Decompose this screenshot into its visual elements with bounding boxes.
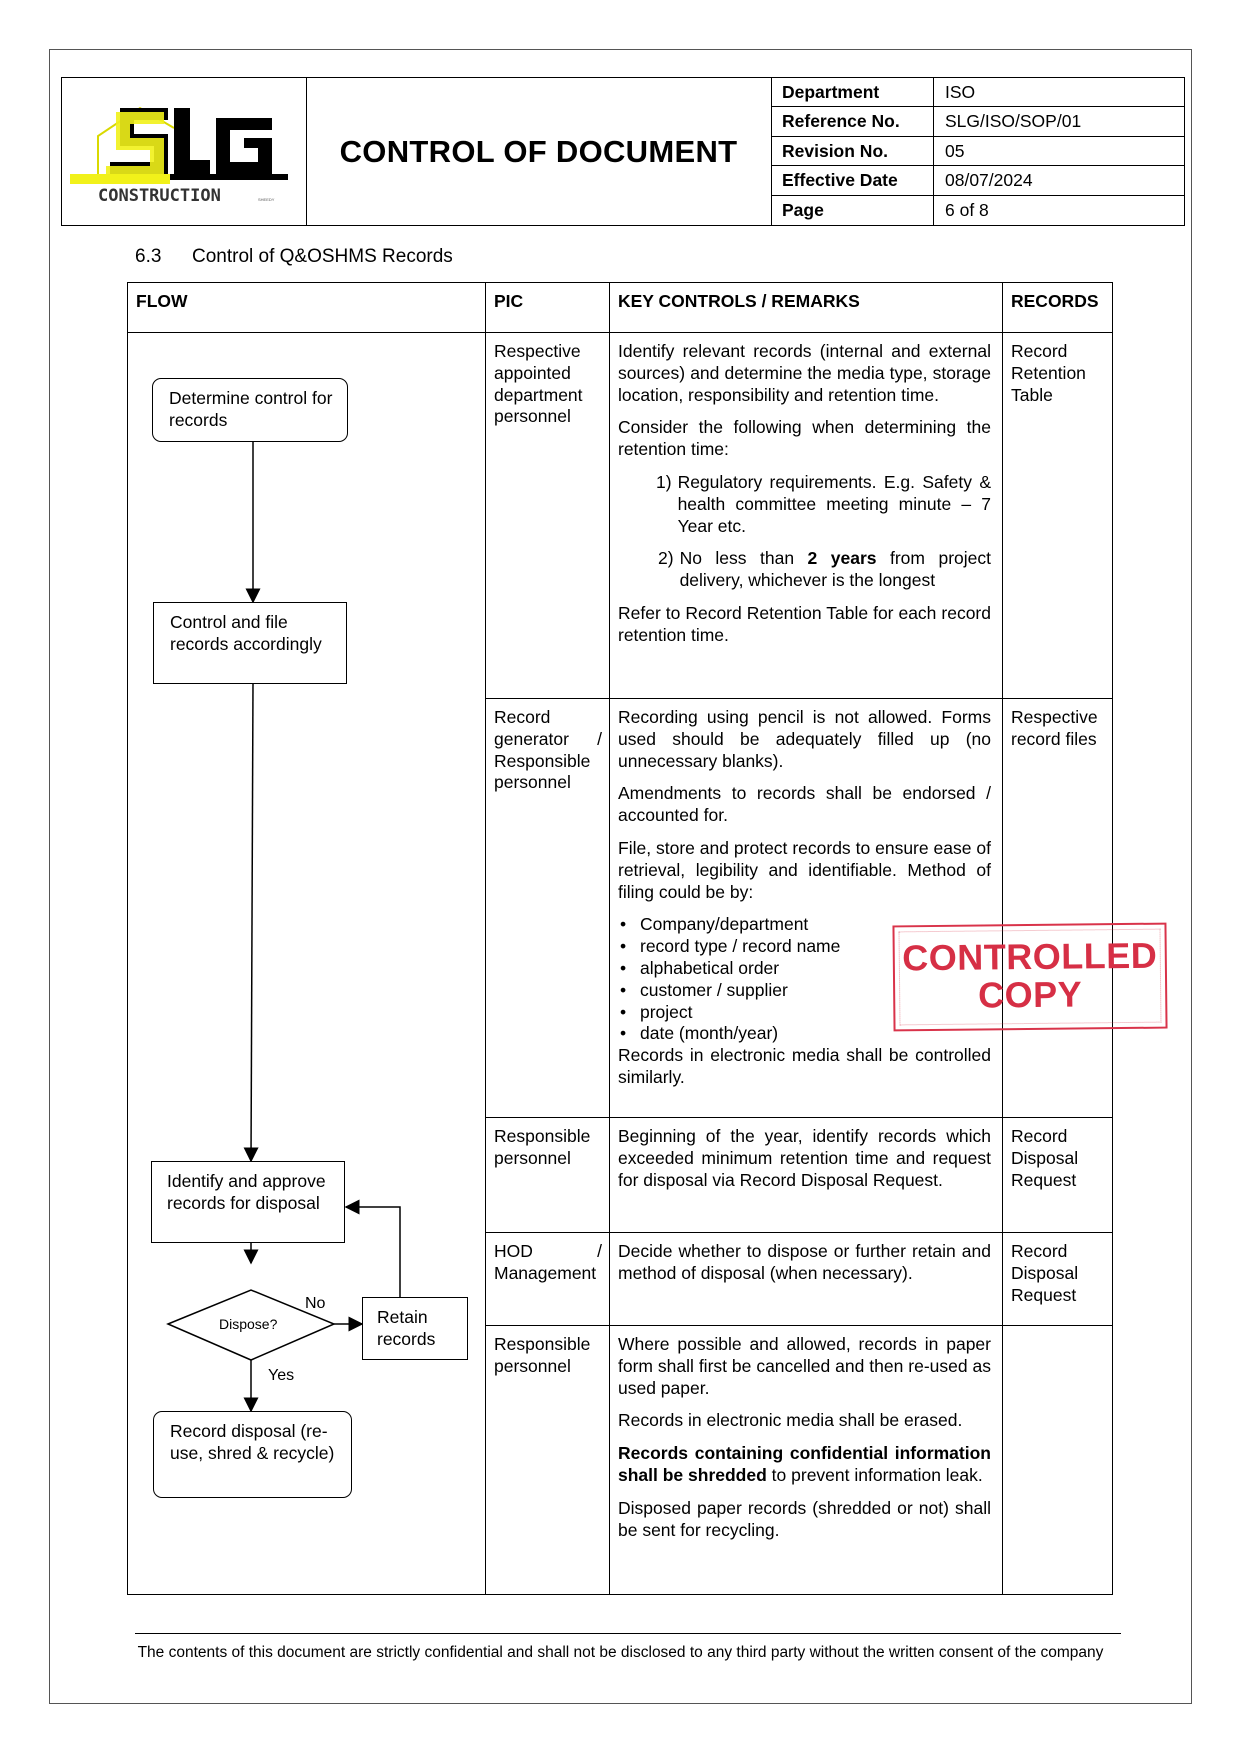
- svg-text:SHEEDY: SHEEDY: [258, 197, 275, 202]
- company-logo: CONSTRUCTION SHEEDY: [70, 106, 288, 206]
- meta-label: Reference No.: [771, 107, 934, 136]
- remark-text: Records in electronic media shall be con…: [618, 1045, 991, 1087]
- meta-value: 08/07/2024: [945, 170, 1033, 191]
- records-cell: Record Disposal Request: [1011, 1126, 1079, 1190]
- document-header: CONSTRUCTION SHEEDY CONTROL OF DOCUMENT …: [61, 77, 1185, 226]
- meta-label: Effective Date: [771, 166, 934, 195]
- meta-label: Page: [771, 195, 934, 225]
- remark-text: Consider the following when determining …: [618, 417, 991, 460]
- remark-text: Beginning of the year, identify records …: [618, 1126, 991, 1190]
- row-divider: [485, 1325, 1112, 1326]
- procedure-table: FLOW PIC KEY CONTROLS / REMARKS RECORDS …: [127, 282, 1113, 1595]
- column-header-records: RECORDS: [1011, 291, 1099, 311]
- flowchart-connectors: [166, 441, 401, 1413]
- list-item: record type / record name: [618, 936, 991, 958]
- meta-row-revision: Revision No. 05: [771, 136, 1184, 167]
- header-divider: [128, 332, 1112, 333]
- list-item: 1) Regulatory requirements. E.g. Safety …: [656, 471, 991, 536]
- row-divider: [485, 1117, 1112, 1118]
- meta-label: Revision No.: [771, 136, 934, 166]
- list-item: date (month/year): [618, 1023, 991, 1045]
- remark-text: Records in electronic media shall be era…: [618, 1410, 963, 1431]
- pic-cell: Responsible personnel: [494, 1334, 591, 1376]
- meta-row-department: Department ISO: [771, 78, 1184, 108]
- flow-step-retain-records: Retain records: [362, 1297, 468, 1360]
- column-header-flow: FLOW: [136, 291, 188, 311]
- list-item: 2) No less than 2 years from project del…: [658, 548, 991, 591]
- column-divider: [485, 283, 486, 1594]
- key-controls-cell: Where possible and allowed, records in p…: [618, 1334, 991, 1552]
- key-controls-cell: Recording using pencil is not allowed. F…: [618, 707, 991, 1100]
- flow-step-determine-control: Determine control for records: [152, 378, 348, 442]
- records-cell: Record Disposal Request: [1011, 1241, 1079, 1305]
- section-number: 6.3: [135, 246, 162, 267]
- records-cell: Record Retention Table: [1011, 341, 1086, 405]
- remark-text: Refer to Record Retention Table for each…: [618, 602, 991, 645]
- branch-label-no: No: [305, 1295, 326, 1312]
- list-item: Company/department: [618, 914, 991, 936]
- pic-cell: Respective appointed department personne…: [494, 341, 583, 427]
- svg-text:CONSTRUCTION: CONSTRUCTION: [98, 186, 221, 206]
- meta-value: SLG/ISO/SOP/01: [945, 111, 1082, 132]
- decision-label: Dispose?: [219, 1316, 278, 1332]
- row-divider: [485, 698, 1112, 699]
- document-meta-table: Department ISO Reference No. SLG/ISO/SOP…: [771, 78, 1184, 225]
- footer-divider: [135, 1633, 1121, 1634]
- pic-cell: Record generator / Responsible personnel: [494, 707, 602, 793]
- records-cell: Respective record files: [1011, 707, 1098, 749]
- company-logo-cell: CONSTRUCTION SHEEDY: [62, 78, 307, 225]
- remark-text: File, store and protect records to ensur…: [618, 837, 991, 902]
- flow-step-identify-disposal: Identify and approve records for disposa…: [151, 1161, 345, 1243]
- list-item: alphabetical order: [618, 958, 991, 980]
- meta-row-reference: Reference No. SLG/ISO/SOP/01: [771, 107, 1184, 137]
- column-header-key-controls: KEY CONTROLS / REMARKS: [618, 291, 860, 311]
- remark-text: Decide whether to dispose or further ret…: [618, 1241, 991, 1283]
- branch-label-yes: Yes: [268, 1367, 295, 1384]
- meta-value: 6 of 8: [945, 199, 989, 220]
- remark-text: Where possible and allowed, records in p…: [618, 1334, 991, 1398]
- remark-text: Recording using pencil is not allowed. F…: [618, 707, 991, 771]
- document-title: CONTROL OF DOCUMENT: [339, 133, 738, 169]
- remark-text: Amendments to records shall be endorsed …: [618, 783, 991, 826]
- remark-text: Disposed paper records (shredded or not)…: [618, 1497, 991, 1540]
- list-item: project: [618, 1002, 991, 1024]
- flow-step-record-disposal: Record disposal (re-use, shred & recycle…: [153, 1411, 352, 1498]
- section-heading: 6.3 Control of Q&OSHMS Records: [135, 246, 453, 268]
- document-title-cell: CONTROL OF DOCUMENT: [306, 78, 772, 225]
- controlled-copy-stamp: CONTROLLED COPY: [892, 922, 1168, 1032]
- column-header-pic: PIC: [494, 291, 524, 311]
- page-border: [49, 49, 1192, 1704]
- section-title: Control of Q&OSHMS Records: [192, 246, 453, 267]
- list-item: customer / supplier: [618, 980, 991, 1002]
- meta-value: 05: [945, 140, 965, 161]
- meta-row-effective-date: Effective Date 08/07/2024: [771, 166, 1184, 196]
- remark-text: Identify relevant records (internal and …: [618, 341, 991, 405]
- key-controls-cell: Identify relevant records (internal and …: [618, 341, 991, 658]
- filing-methods-list: Company/department record type / record …: [618, 914, 991, 1045]
- key-controls-cell: Decide whether to dispose or further ret…: [618, 1241, 991, 1296]
- meta-value: ISO: [945, 82, 976, 102]
- flow-step-control-and-file: Control and file records accordingly: [153, 602, 347, 684]
- key-controls-cell: Beginning of the year, identify records …: [618, 1126, 991, 1202]
- remark-text: Records containing confidential informat…: [618, 1443, 991, 1485]
- confidentiality-footer: The contents of this document are strict…: [137, 1644, 1104, 1661]
- meta-row-page: Page 6 of 8: [771, 195, 1184, 225]
- row-divider: [485, 1232, 1112, 1233]
- pic-cell: Responsible personnel: [494, 1126, 591, 1168]
- column-divider: [609, 283, 610, 1594]
- pic-cell: HOD / Management: [494, 1241, 602, 1283]
- meta-label: Department: [771, 78, 934, 107]
